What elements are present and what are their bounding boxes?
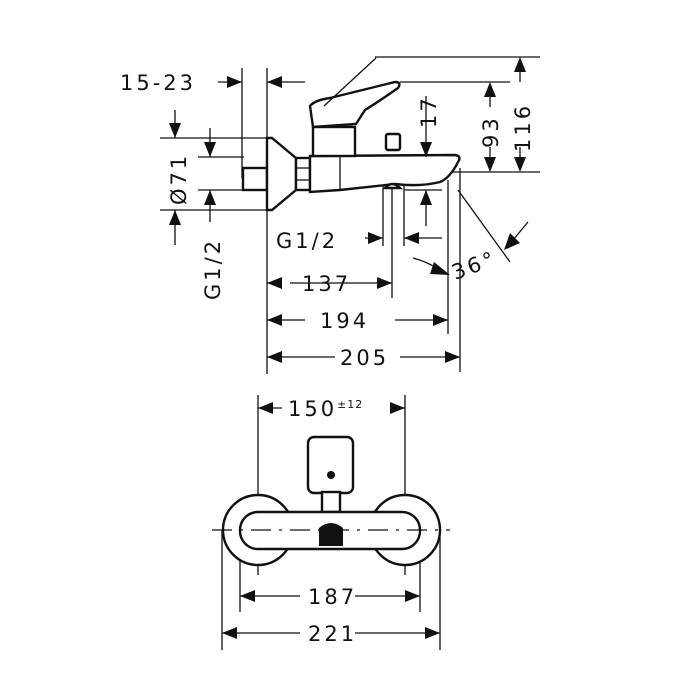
dimension-arrowhead xyxy=(204,142,216,157)
dim-angle: 36° xyxy=(449,246,501,284)
dim-total-length: 205 xyxy=(340,346,389,370)
outlet-front xyxy=(319,523,343,546)
dim-body-width: 187 xyxy=(308,585,357,609)
faucet-side-outline xyxy=(241,57,461,212)
dimension-arrowhead xyxy=(267,277,282,289)
dimension-arrowhead xyxy=(430,262,450,275)
dimension-line xyxy=(512,221,529,241)
handle-front xyxy=(306,435,355,495)
dimension-arrowhead xyxy=(420,142,432,157)
dimension-arrowhead xyxy=(169,123,181,138)
dimension-arrowhead xyxy=(404,232,419,244)
dimension-arrowhead xyxy=(267,351,282,363)
dimension-arrowhead xyxy=(484,82,496,97)
dim-inlet-thread: G1/2 xyxy=(201,238,225,300)
neck-front xyxy=(320,490,342,514)
dimension-arrowhead xyxy=(368,232,383,244)
dim-total-width: 221 xyxy=(308,622,357,646)
dimension-arrowhead xyxy=(258,402,273,414)
dim-wall-projection: 15-23 xyxy=(120,71,196,95)
dim-center-tolerance: ±12 xyxy=(337,398,363,411)
dimension-arrowhead xyxy=(222,627,237,639)
dimension-arrowhead xyxy=(425,627,440,639)
dimension-arrowhead xyxy=(514,57,526,72)
dim-spout-length: 194 xyxy=(320,309,369,333)
dimension-arrowhead xyxy=(405,590,420,602)
dim-outlet-thread: G1/2 xyxy=(276,229,338,253)
dim-rosette-diameter: Ø71 xyxy=(167,153,191,205)
side-view xyxy=(160,56,540,374)
dim-outlet-distance: 137 xyxy=(302,272,351,296)
dimension-arrowhead xyxy=(267,76,282,88)
dimension-arrowhead xyxy=(484,157,496,172)
dim-total-height: 116 xyxy=(511,103,535,152)
dim-spout-height: 17 xyxy=(417,95,441,128)
dimension-arrowhead xyxy=(377,277,392,289)
indicator-dot xyxy=(327,471,335,479)
dim-handle-height: 93 xyxy=(479,115,503,148)
dimension-arrowhead xyxy=(267,314,282,326)
dimension-arrowhead xyxy=(240,590,255,602)
dimension-arrowhead xyxy=(514,157,526,172)
dimension-arrowhead xyxy=(433,314,448,326)
dimension-arrowhead xyxy=(169,210,181,225)
dimension-arrowhead xyxy=(445,351,460,363)
front-view xyxy=(212,395,450,650)
dimension-arrowhead xyxy=(420,190,432,205)
dimension-arrowhead xyxy=(390,402,405,414)
dimension-arrowhead xyxy=(204,190,216,205)
dimension-arrows xyxy=(169,57,529,639)
dimension-arrowhead xyxy=(227,76,242,88)
dim-center-distance: 150±12 xyxy=(288,397,363,421)
dimension-arrowhead xyxy=(504,233,520,250)
